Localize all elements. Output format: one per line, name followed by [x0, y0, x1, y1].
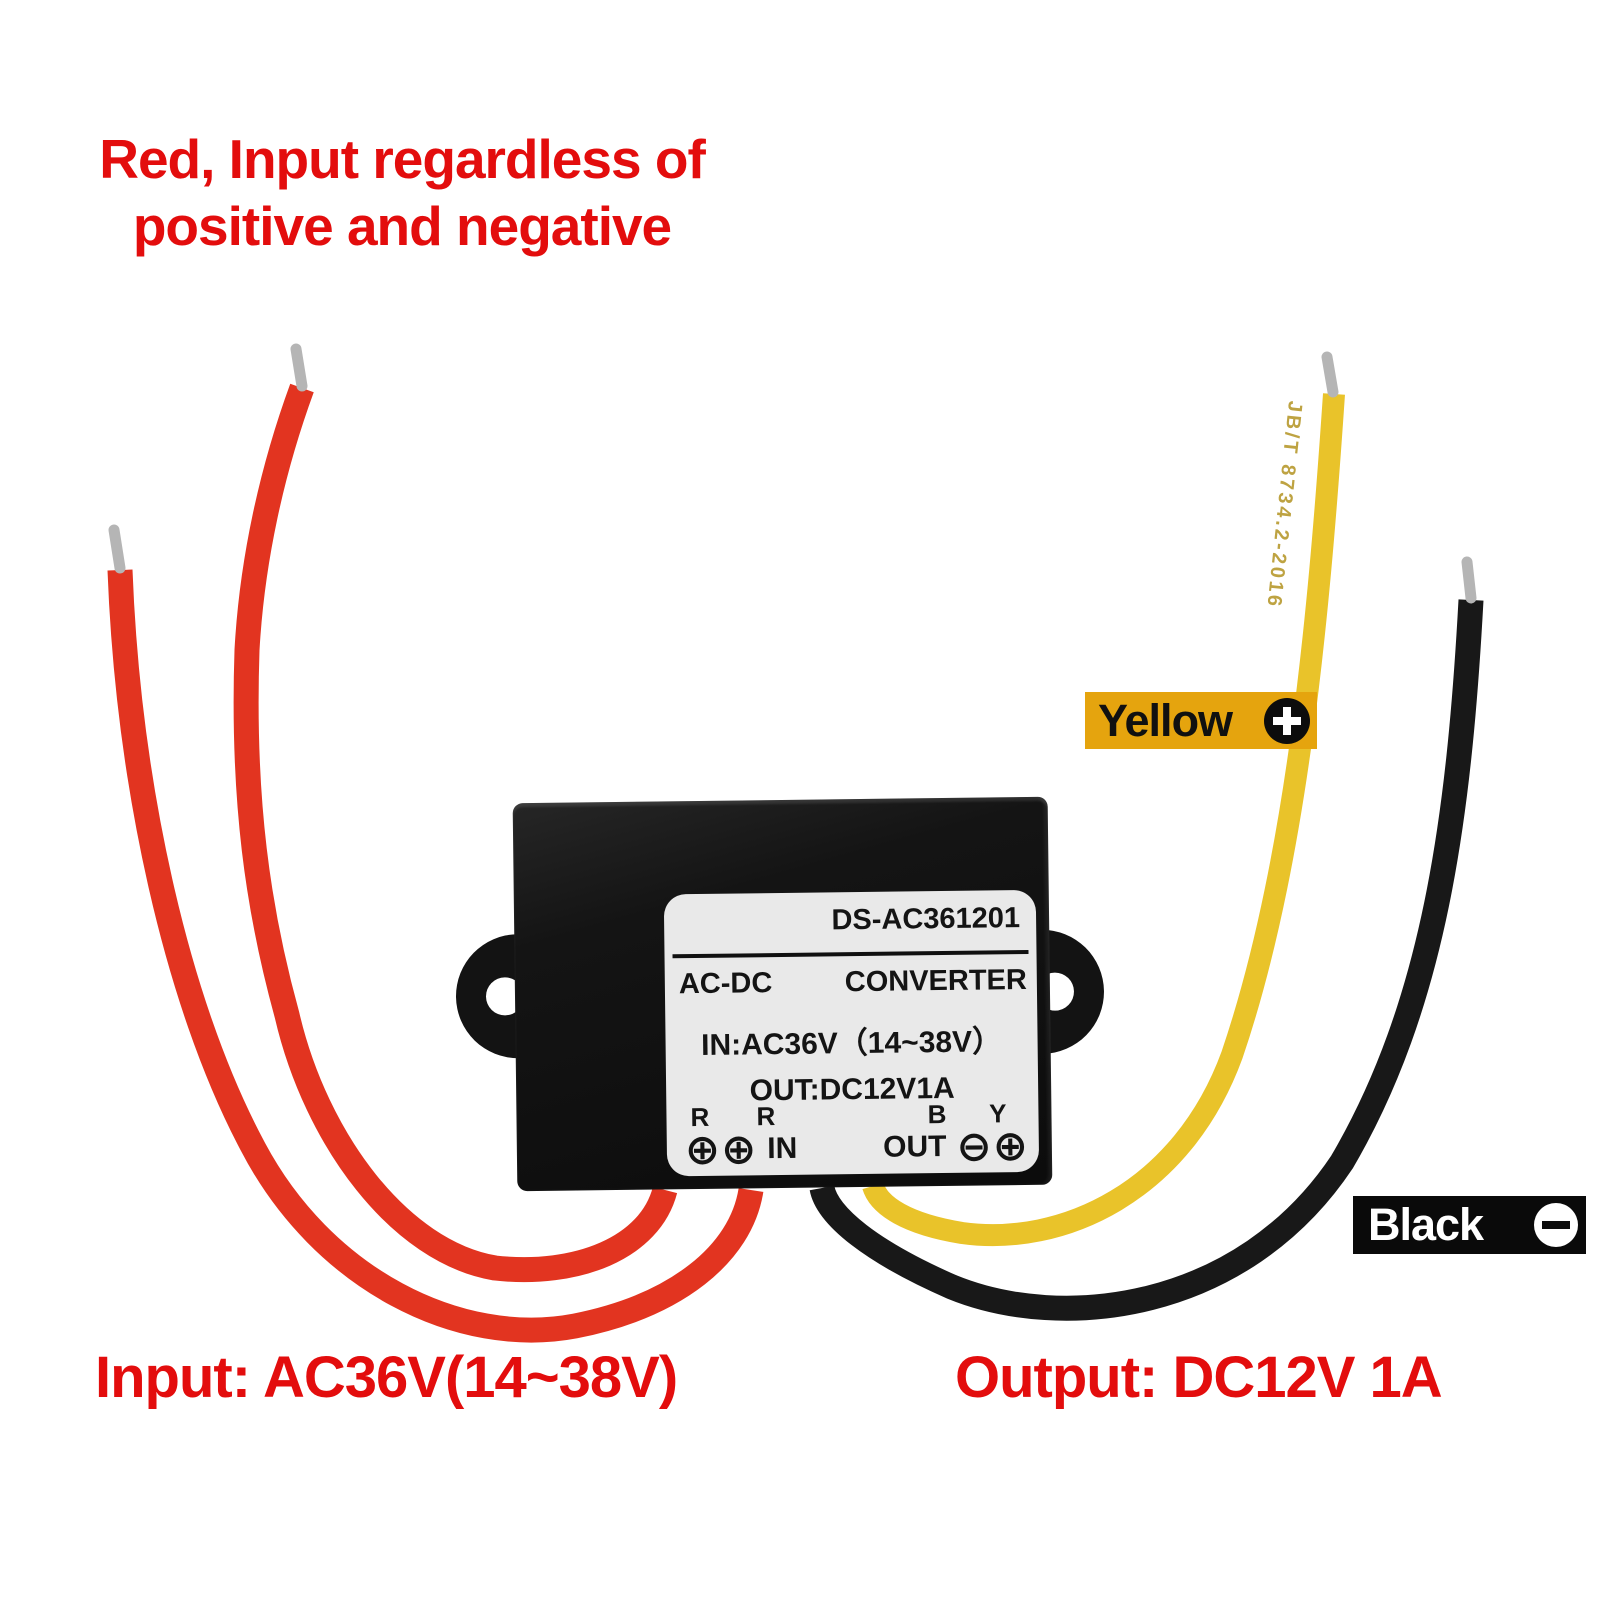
red-wire-stripped-tip-2	[108, 524, 126, 574]
input-screw-icons: ⊕⊕	[684, 1124, 758, 1175]
red-wire-note: Red, Input regardless of positive and ne…	[72, 126, 732, 260]
output-screw-icons: ⊖⊕	[956, 1120, 1030, 1171]
device-type-converter: CONVERTER	[844, 963, 1028, 999]
output-word: OUT	[882, 1129, 947, 1164]
output-terminal-row: OUT ⊖⊕	[882, 1120, 1030, 1171]
red-input-wire-outer	[107, 569, 764, 1343]
converter-module: DS-AC361201 AC-DC CONVERTER IN:AC36V（14~…	[448, 791, 1113, 1199]
yellow-badge-label: Yellow	[1098, 694, 1233, 746]
device-type-row: AC-DC CONVERTER	[679, 964, 1027, 1001]
red-wire-stripped-tip-1	[290, 343, 308, 392]
yellow-wire-stripped-tip	[1321, 351, 1339, 398]
black-wire-stripped-tip	[1461, 556, 1477, 604]
input-terminals: R R ⊕⊕ IN	[684, 1101, 798, 1175]
label-divider	[672, 949, 1029, 959]
plus-polarity-icon	[1264, 697, 1310, 744]
input-word: IN	[767, 1131, 798, 1166]
yellow-wire-badge: Yellow	[1085, 692, 1317, 749]
device-type-acdc: AC-DC	[678, 967, 773, 1001]
device-label-sticker: DS-AC361201 AC-DC CONVERTER IN:AC36V（14~…	[663, 889, 1040, 1177]
red-wire-note-line1: Red, Input regardless of	[99, 128, 706, 190]
converter-case: DS-AC361201 AC-DC CONVERTER IN:AC36V（14~…	[512, 796, 1053, 1192]
input-terminal-row: ⊕⊕ IN	[684, 1124, 798, 1175]
minus-polarity-icon	[1534, 1203, 1578, 1247]
input-caption: Input: AC36V(14~38V)	[95, 1345, 678, 1410]
input-spec: IN:AC36V（14~38V）	[700, 1025, 1003, 1062]
red-wire-note-line2: positive and negative	[132, 195, 672, 258]
output-terminals: B Y OUT ⊖⊕	[882, 1098, 1030, 1171]
black-badge-label: Black	[1368, 1199, 1484, 1250]
black-output-wire	[809, 599, 1484, 1321]
yellow-output-wire	[862, 393, 1345, 1247]
output-caption: Output: DC12V 1A	[955, 1345, 1443, 1410]
black-wire-badge: Black	[1353, 1196, 1586, 1254]
red-input-wire-inner	[233, 383, 678, 1283]
model-number: DS-AC361201	[831, 902, 1021, 937]
